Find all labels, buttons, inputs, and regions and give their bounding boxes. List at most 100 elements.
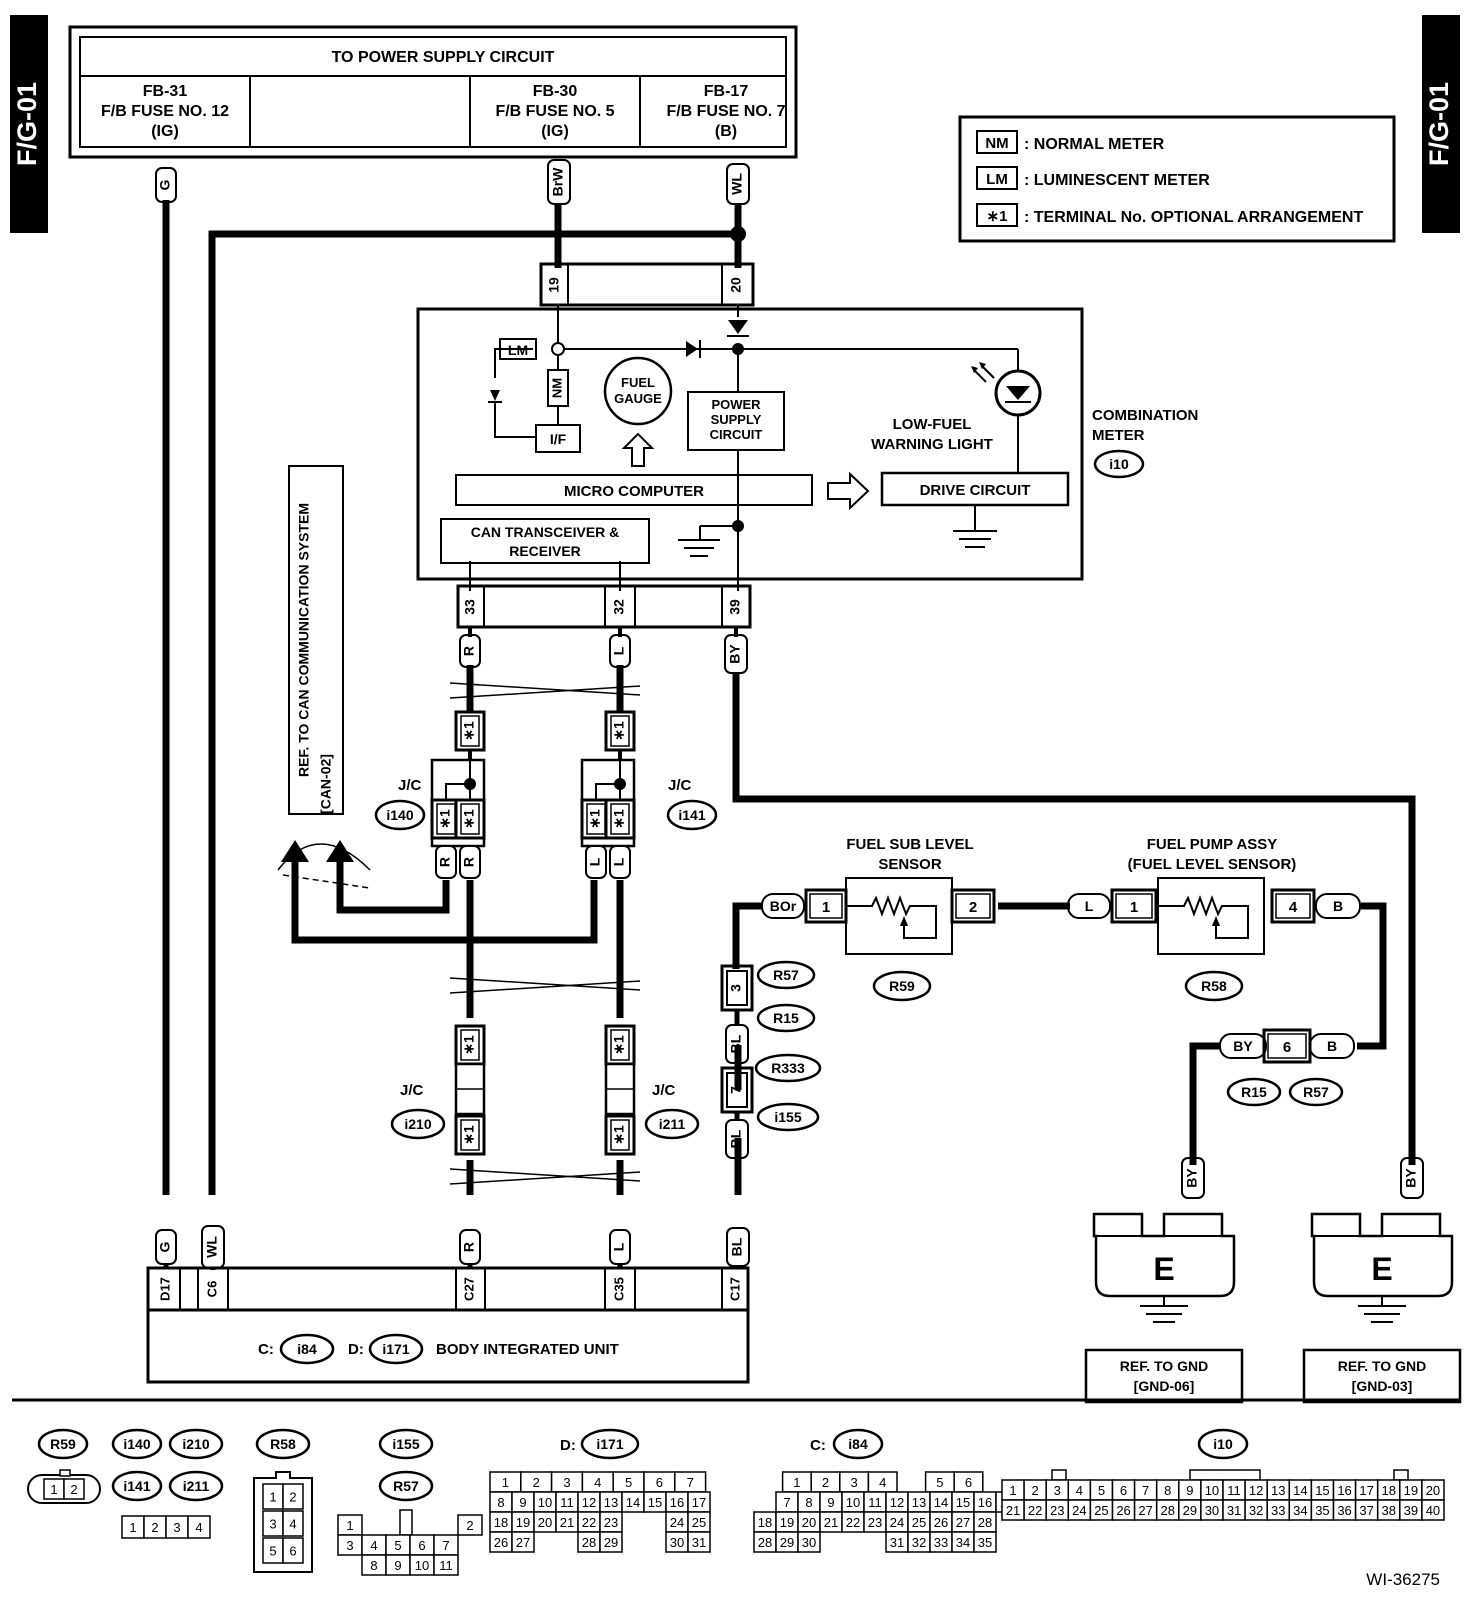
can-transceiver: CAN TRANSCEIVER & — [471, 524, 620, 540]
lm-box: LM — [508, 342, 528, 358]
connector-id — [111, 1428, 163, 1460]
svg-text:33: 33 — [1271, 1503, 1285, 1518]
connector-id — [666, 799, 718, 831]
svg-text:20: 20 — [538, 1515, 552, 1530]
svg-text:4: 4 — [1076, 1483, 1083, 1498]
svg-text:27: 27 — [516, 1535, 530, 1550]
face-i84: C:i8412345678910111213141516171819202122… — [753, 1428, 1019, 1553]
svg-text:3: 3 — [269, 1517, 276, 1532]
svg-text:1: 1 — [269, 1490, 276, 1505]
svg-text:11: 11 — [1227, 1483, 1241, 1498]
connector-id — [111, 1470, 163, 1502]
svg-text:2: 2 — [466, 1518, 473, 1533]
svg-text:2: 2 — [289, 1490, 296, 1505]
connector-id — [390, 1108, 446, 1140]
svg-text:R59: R59 — [889, 978, 915, 994]
svg-text:34: 34 — [1293, 1503, 1307, 1518]
svg-text:i10: i10 — [1213, 1436, 1233, 1452]
svg-text:BrW: BrW — [550, 167, 566, 197]
svg-text:GAUGE: GAUGE — [614, 391, 662, 406]
can-continuation-arrows — [277, 840, 371, 889]
page-tab-right: F/G-01 — [1422, 15, 1460, 233]
svg-text:REF. TO GND: REF. TO GND — [1338, 1358, 1426, 1374]
power-supply-box: TO POWER SUPPLY CIRCUIT FB-31 F/B FUSE N… — [68, 25, 798, 159]
fb31-fuse: F/B FUSE NO. 12 — [101, 103, 229, 120]
legend-lm-tag: LM — [986, 171, 1008, 188]
svg-text:D:: D: — [560, 1437, 576, 1454]
svg-text:J/C: J/C — [398, 777, 422, 794]
svg-text:21: 21 — [560, 1515, 574, 1530]
svg-text:1: 1 — [822, 899, 830, 916]
svg-text:R: R — [461, 1242, 477, 1252]
twisted-pair-marks — [449, 682, 641, 1185]
svg-text:12: 12 — [582, 1495, 596, 1510]
svg-text:R57: R57 — [1303, 1084, 1329, 1100]
svg-text:∗1: ∗1 — [461, 1125, 477, 1145]
svg-text:16: 16 — [1337, 1483, 1351, 1498]
svg-text:28: 28 — [582, 1535, 596, 1550]
svg-text:i211: i211 — [183, 1478, 210, 1494]
svg-text:i84: i84 — [297, 1341, 317, 1357]
svg-text:[CAN-02]: [CAN-02] — [318, 754, 334, 814]
svg-text:L: L — [611, 857, 627, 866]
svg-text:C35: C35 — [611, 1277, 626, 1301]
svg-text:5: 5 — [394, 1538, 401, 1553]
svg-text:WARNING LIGHT: WARNING LIGHT — [871, 436, 993, 453]
body-integrated-unit: D17 C6 C27 C35 C17 C: i84 D: i171 BODY I… — [146, 1266, 750, 1384]
svg-text:32: 32 — [1249, 1503, 1263, 1518]
fb31-type: (IG) — [151, 123, 179, 140]
svg-text:30: 30 — [802, 1535, 816, 1550]
svg-text:C:: C: — [258, 1341, 274, 1358]
svg-text:38: 38 — [1382, 1503, 1396, 1518]
fb17-name: FB-17 — [704, 83, 749, 100]
svg-text:BY: BY — [727, 644, 743, 664]
svg-text:∗1: ∗1 — [461, 809, 477, 829]
svg-text:21: 21 — [1006, 1503, 1020, 1518]
svg-text:28: 28 — [1161, 1503, 1175, 1518]
svg-text:BY: BY — [1233, 1038, 1253, 1054]
svg-text:5: 5 — [625, 1475, 632, 1490]
svg-text:6: 6 — [289, 1544, 296, 1559]
svg-text:∗1: ∗1 — [611, 1125, 627, 1145]
svg-text:2: 2 — [1032, 1483, 1039, 1498]
svg-text:[GND-06]: [GND-06] — [1134, 1378, 1195, 1394]
svg-text:6: 6 — [1120, 1483, 1127, 1498]
svg-text:24: 24 — [1072, 1503, 1086, 1518]
svg-text:10: 10 — [538, 1495, 552, 1510]
svg-text:22: 22 — [1028, 1503, 1042, 1518]
svg-text:∗1: ∗1 — [611, 809, 627, 829]
svg-text:16: 16 — [670, 1495, 684, 1510]
svg-text:∗1: ∗1 — [461, 721, 477, 741]
svg-text:J/C: J/C — [668, 777, 692, 794]
svg-text:2: 2 — [969, 899, 977, 916]
svg-text:16: 16 — [978, 1495, 992, 1510]
ground-gnd06: BY E REF. TO GND [GND-06] — [1084, 1157, 1244, 1404]
svg-text:10: 10 — [846, 1495, 860, 1510]
svg-text:F/G-01: F/G-01 — [1424, 82, 1454, 166]
svg-text:39: 39 — [1404, 1503, 1418, 1518]
svg-text:7: 7 — [728, 1086, 744, 1094]
svg-text:20: 20 — [728, 277, 744, 293]
svg-text:C17: C17 — [727, 1277, 742, 1301]
svg-text:12: 12 — [1249, 1483, 1263, 1498]
svg-text:9: 9 — [827, 1495, 834, 1510]
svg-text:WL: WL — [204, 1236, 220, 1258]
wire-harness — [162, 200, 1416, 1195]
svg-text:14: 14 — [1293, 1483, 1307, 1498]
splice-dot — [730, 226, 746, 242]
svg-text:20: 20 — [1426, 1483, 1440, 1498]
svg-text:18: 18 — [758, 1515, 772, 1530]
svg-text:1: 1 — [502, 1475, 509, 1490]
svg-text:10: 10 — [1205, 1483, 1219, 1498]
svg-text:13: 13 — [604, 1495, 618, 1510]
svg-text:i141: i141 — [678, 807, 705, 823]
svg-text:CIRCUIT: CIRCUIT — [710, 427, 763, 442]
svg-text:20: 20 — [802, 1515, 816, 1530]
svg-text:35: 35 — [1315, 1503, 1329, 1518]
